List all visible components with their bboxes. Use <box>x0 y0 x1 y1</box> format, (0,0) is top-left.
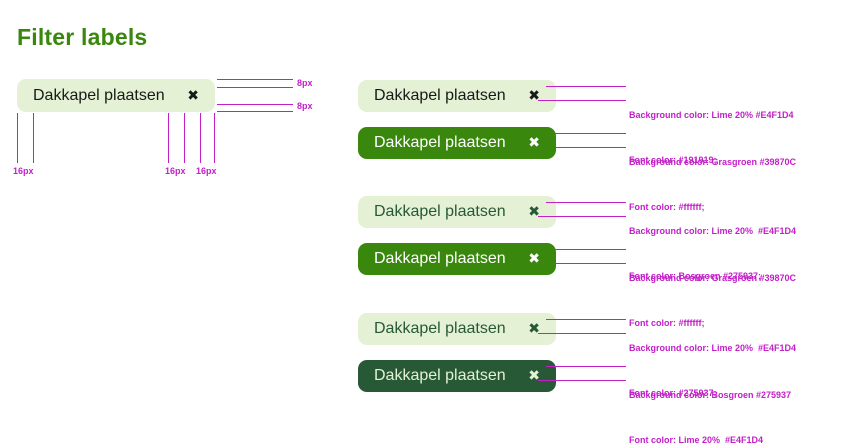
annotation-connector <box>546 202 626 203</box>
measurement-line <box>214 113 215 163</box>
measurement-line <box>168 113 169 163</box>
measurement-line <box>217 111 293 112</box>
measurement-label-padding-left: 16px <box>13 166 34 176</box>
filter-chip-lime-bosgroen-2[interactable]: Dakkapel plaatsen ✖ <box>358 313 556 345</box>
close-icon[interactable]: ✖ <box>528 88 540 104</box>
annotation-connector <box>538 100 626 101</box>
annotation-font-color: Font color: #ffffff; <box>629 318 705 328</box>
close-icon[interactable]: ✖ <box>528 321 540 337</box>
filter-chip-grasgroen[interactable]: Dakkapel plaatsen ✖ <box>358 127 556 159</box>
measurement-line <box>17 113 18 163</box>
filter-chip-label: Dakkapel plaatsen <box>33 86 165 104</box>
close-icon[interactable]: ✖ <box>528 251 540 267</box>
annotation-connector <box>538 216 626 217</box>
annotation-background-color: Background color: Grasgroen #39870C <box>629 273 797 283</box>
annotation-background-color: Background color: Bosgroen #275937 <box>629 390 792 400</box>
close-icon[interactable]: ✖ <box>187 87 199 104</box>
filter-chip-grasgroen-2[interactable]: Dakkapel plaatsen ✖ <box>358 243 556 275</box>
annotation-connector <box>546 86 626 87</box>
measurement-label-gap: 16px <box>165 166 186 176</box>
annotation-background-color: Background color: Lime 20% #E4F1D4 <box>629 343 797 353</box>
filter-chip-example[interactable]: Dakkapel plaatsen ✖ <box>17 79 215 112</box>
measurement-label-padding-bottom: 8px <box>297 101 313 111</box>
filter-chip-label: Dakkapel plaatsen <box>374 203 506 220</box>
filter-chip-lime-bosgroen[interactable]: Dakkapel plaatsen ✖ <box>358 196 556 228</box>
close-icon[interactable]: ✖ <box>528 135 540 151</box>
filter-chip-label: Dakkapel plaatsen <box>374 250 506 267</box>
measurement-line <box>33 113 34 163</box>
page-title: Filter labels <box>17 24 148 50</box>
measurement-line <box>184 113 185 163</box>
close-icon[interactable]: ✖ <box>528 368 540 384</box>
annotation-connector <box>538 147 626 148</box>
annotation-font-color: Font color: Bosgroen #275937; <box>629 271 762 281</box>
color-annotation: Background color: Lime 20% #E4F1D4 Font … <box>629 311 796 431</box>
measurement-line <box>217 79 293 80</box>
annotation-connector <box>538 333 626 334</box>
measurement-label-padding-right: 16px <box>196 166 217 176</box>
color-annotation: Background color: Bosgroen #275937 Font … <box>629 358 791 448</box>
annotation-connector <box>546 319 626 320</box>
filter-chip-label: Dakkapel plaatsen <box>374 87 506 104</box>
measurement-line <box>200 113 201 163</box>
annotation-connector <box>538 380 626 381</box>
color-annotation: Background color: Grasgroen #39870C Font… <box>629 125 796 245</box>
annotation-font-color: Font color: #275937; <box>629 388 717 398</box>
annotation-background-color: Background color: Lime 20% #E4F1D4 <box>629 110 794 120</box>
filter-chip-label: Dakkapel plaatsen <box>374 320 506 337</box>
annotation-background-color: Background color: Grasgroen #39870C <box>629 157 797 167</box>
measurement-line <box>217 104 293 105</box>
filter-chip-label: Dakkapel plaatsen <box>374 134 506 151</box>
filter-chip-bosgroen[interactable]: Dakkapel plaatsen ✖ <box>358 360 556 392</box>
color-annotation: Background color: Lime 20% #E4F1D4 Font … <box>629 78 794 198</box>
annotation-connector <box>546 366 626 367</box>
annotation-connector <box>546 133 626 134</box>
annotation-font-color: Font color: #ffffff; <box>629 202 705 212</box>
color-annotation: Background color: Grasgroen #39870C Font… <box>629 241 796 361</box>
annotation-font-color: Font color: #191919; <box>629 155 717 165</box>
measurement-line <box>217 87 293 88</box>
filter-chip-label: Dakkapel plaatsen <box>374 367 506 384</box>
annotation-connector <box>538 263 626 264</box>
annotation-background-color: Background color: Lime 20% #E4F1D4 <box>629 226 797 236</box>
annotation-font-color: Font color: Lime 20% #E4F1D4 <box>629 435 764 445</box>
filter-chip-lime-default[interactable]: Dakkapel plaatsen ✖ <box>358 80 556 112</box>
color-annotation: Background color: Lime 20% #E4F1D4 Font … <box>629 194 796 314</box>
annotation-connector <box>546 249 626 250</box>
measurement-label-padding-top: 8px <box>297 78 313 88</box>
close-icon[interactable]: ✖ <box>528 204 540 220</box>
